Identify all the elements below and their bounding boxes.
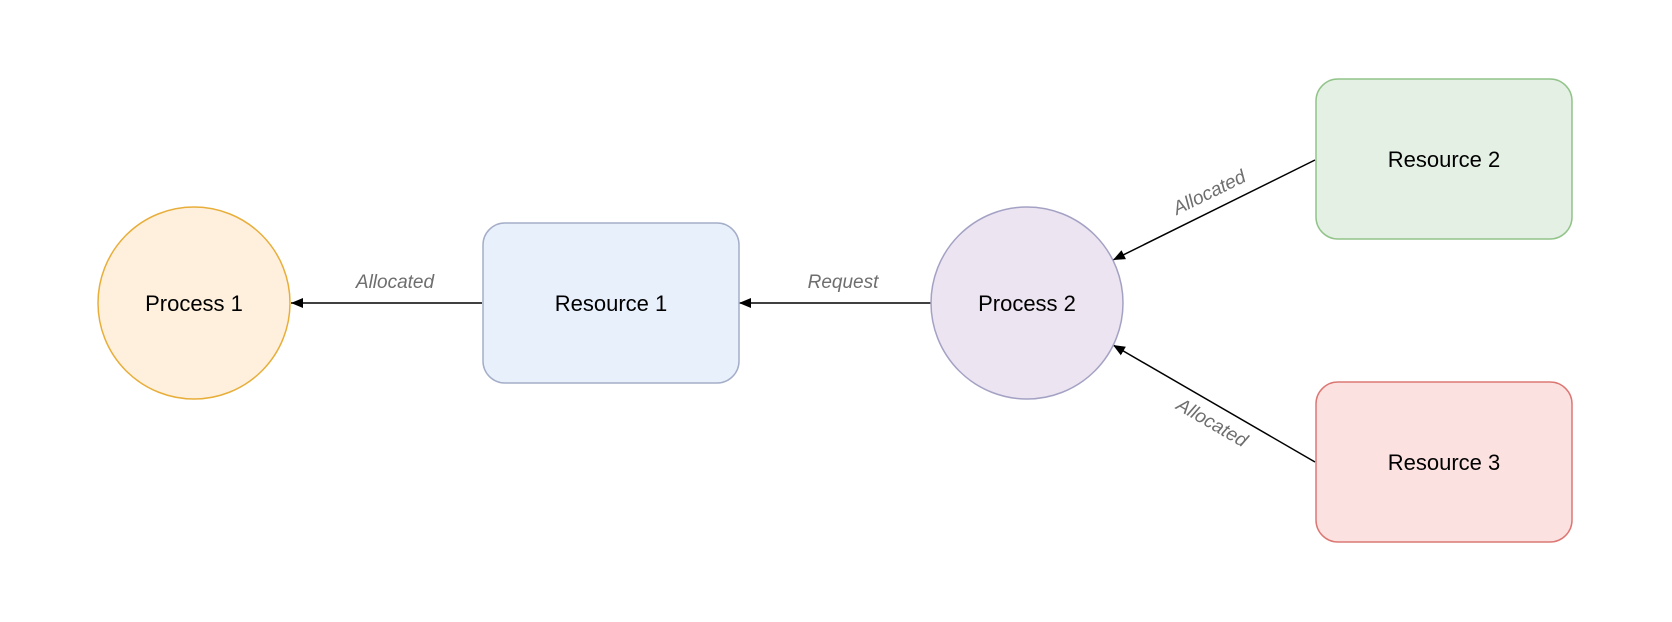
node-resource-2[interactable]: Resource 2 (1315, 78, 1573, 240)
edge-resource1-to-process1: Allocated (291, 272, 482, 308)
node-process-1[interactable]: Process 1 (97, 206, 291, 400)
edge-resource3-to-process2: Allocated (1112, 344, 1316, 463)
node-shape (482, 222, 740, 384)
node-process-2[interactable]: Process 2 (930, 206, 1124, 400)
node-label: Resource 3 (1388, 450, 1501, 475)
edge-resource2-to-process2: Allocated (1112, 159, 1316, 261)
edge-label-allocated: Allocated (355, 272, 436, 293)
edge-process2-to-resource1: Request (739, 272, 931, 308)
node-resource-1[interactable]: Resource 1 (482, 222, 740, 384)
edge-line (1112, 159, 1316, 261)
node-shape (97, 206, 291, 400)
node-label: Resource 1 (555, 291, 668, 316)
edge-label-request: Request (808, 272, 879, 293)
node-label: Resource 2 (1388, 147, 1501, 172)
node-resource-3[interactable]: Resource 3 (1315, 381, 1573, 543)
node-label: Process 1 (145, 291, 243, 316)
node-shape (930, 206, 1124, 400)
node-shape (1315, 78, 1573, 240)
node-shape (1315, 381, 1573, 543)
edge-line (1112, 344, 1316, 463)
node-label: Process 2 (978, 291, 1076, 316)
